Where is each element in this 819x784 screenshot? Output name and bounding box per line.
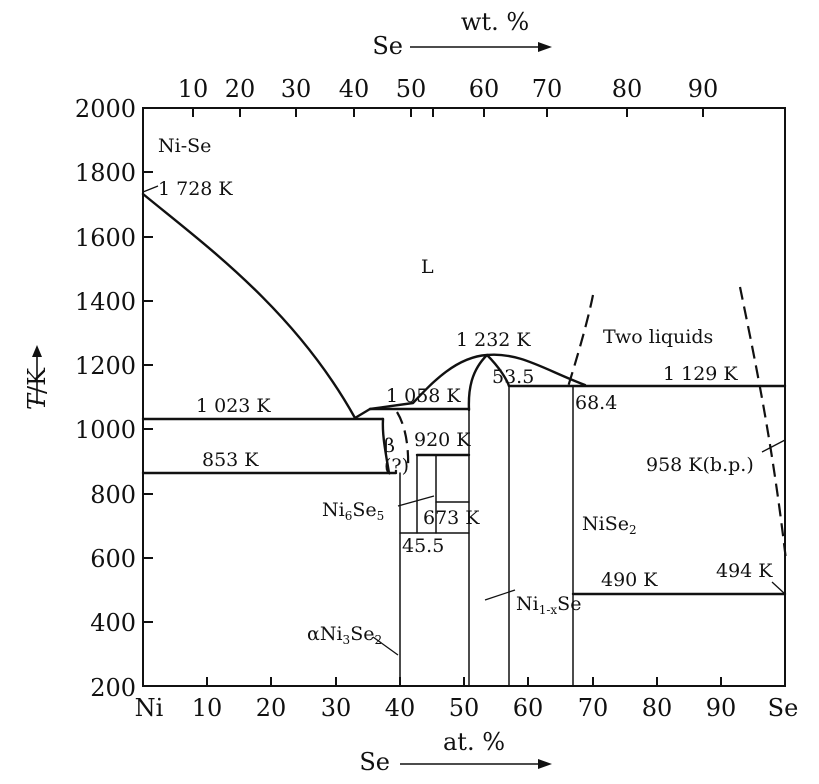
x-bottom-title-element: Se bbox=[359, 748, 390, 776]
x-top-tick-40: 40 bbox=[339, 75, 370, 103]
y-axis-arrow bbox=[32, 345, 42, 404]
x-bottom-right-end: Se bbox=[768, 694, 799, 722]
x-bottom-tick-80: 80 bbox=[642, 694, 673, 722]
x-top-tick-20: 20 bbox=[225, 75, 256, 103]
label-ni-se: Ni-Se bbox=[158, 135, 211, 157]
y-tick-1200: 1200 bbox=[75, 352, 136, 380]
x-bottom-tick-40: 40 bbox=[385, 694, 416, 722]
label-beta-question: (?) bbox=[384, 455, 409, 477]
y-tick-600: 600 bbox=[90, 545, 136, 573]
label-920: 920 K bbox=[414, 429, 471, 451]
label-494: 494 K bbox=[716, 560, 773, 582]
x-bottom-tick-10: 10 bbox=[192, 694, 223, 722]
y-tick-800: 800 bbox=[90, 481, 136, 509]
dashed-boundaries bbox=[396, 286, 788, 561]
label-68-4: 68.4 bbox=[575, 392, 617, 414]
y-tick-1400: 1400 bbox=[75, 288, 136, 316]
label-ni1-xse: Ni1-xSe bbox=[516, 593, 581, 617]
miscibility-gap-right bbox=[738, 286, 788, 561]
label-490: 490 K bbox=[601, 569, 658, 591]
label-673: 673 K bbox=[423, 507, 480, 529]
x-bottom-tick-70: 70 bbox=[578, 694, 609, 722]
label-ni6se5: Ni6Se5 bbox=[322, 499, 384, 523]
y-tick-400: 400 bbox=[90, 609, 136, 637]
label-1058: 1 058 K bbox=[386, 385, 461, 407]
phase-boundaries bbox=[141, 192, 787, 596]
x-top-tick-60: 60 bbox=[469, 75, 500, 103]
x-top-arrow bbox=[410, 42, 552, 52]
phase-boundaries-thin bbox=[399, 385, 574, 687]
annotations: Ni-Se 1 728 K L 1 232 K Two liquids 1 02… bbox=[158, 135, 773, 647]
label-853: 853 K bbox=[202, 449, 259, 471]
x-top-tick-70: 70 bbox=[532, 75, 563, 103]
leader-ni3se2 bbox=[372, 636, 399, 656]
beta-phase-boundary bbox=[381, 417, 391, 475]
leader-ni6se5 bbox=[397, 495, 435, 507]
ni1-xse-dome-left bbox=[467, 353, 489, 412]
y-tick-labels: 200 400 600 800 1000 1200 1400 1600 1800… bbox=[75, 95, 136, 702]
label-liquid: L bbox=[421, 256, 434, 278]
y-tick-1600: 1600 bbox=[75, 224, 136, 252]
x-top-tick-50: 50 bbox=[396, 75, 427, 103]
label-beta: β bbox=[384, 435, 395, 457]
beta-dashed-boundary bbox=[396, 411, 410, 471]
x-bottom-tick-30: 30 bbox=[321, 694, 352, 722]
label-two-liquids: Two liquids bbox=[603, 326, 713, 348]
ni1-xse-dome-right bbox=[485, 353, 511, 388]
x-top-tick-10: 10 bbox=[178, 75, 209, 103]
x-tick-labels-bottom: Ni 10 20 30 40 50 60 70 80 90 Se bbox=[135, 694, 799, 722]
x-bottom-tick-60: 60 bbox=[513, 694, 544, 722]
leader-lines bbox=[142, 185, 786, 656]
y-tick-1000: 1000 bbox=[75, 416, 136, 444]
label-nise2: NiSe2 bbox=[582, 513, 637, 537]
x-bottom-tick-90: 90 bbox=[706, 694, 737, 722]
x-top-title-unit: wt. % bbox=[461, 8, 529, 36]
x-bottom-tick-50: 50 bbox=[449, 694, 480, 722]
x-top-tick-90: 90 bbox=[688, 75, 719, 103]
label-ni3se2: αNi3Se2 bbox=[307, 623, 382, 647]
label-53-5: 53.5 bbox=[492, 366, 534, 388]
leader-958 bbox=[761, 439, 786, 453]
x-tick-marks-top bbox=[192, 108, 704, 117]
label-45-5: 45.5 bbox=[402, 535, 444, 557]
x-bottom-left-end: Ni bbox=[135, 694, 164, 722]
leader-494 bbox=[771, 581, 786, 595]
x-top-tick-80: 80 bbox=[612, 75, 643, 103]
leader-ni1-xse bbox=[484, 589, 516, 601]
miscibility-gap-left bbox=[565, 294, 595, 391]
leader-1728 bbox=[142, 185, 159, 193]
y-tick-marks bbox=[143, 171, 153, 623]
x-bottom-arrow bbox=[400, 759, 552, 769]
liquidus-ni-side bbox=[141, 192, 357, 420]
y-tick-1800: 1800 bbox=[75, 159, 136, 187]
label-1129: 1 129 K bbox=[663, 363, 738, 385]
x-top-title-element: Se bbox=[372, 32, 403, 60]
label-1232: 1 232 K bbox=[456, 329, 531, 351]
label-1023: 1 023 K bbox=[196, 395, 271, 417]
x-bottom-title-unit: at. % bbox=[443, 728, 505, 756]
label-958-bp: 958 K(b.p.) bbox=[646, 454, 754, 476]
label-1728: 1 728 K bbox=[158, 178, 233, 200]
x-bottom-tick-20: 20 bbox=[256, 694, 287, 722]
y-tick-200: 200 bbox=[90, 674, 136, 702]
y-tick-2000: 2000 bbox=[75, 95, 136, 123]
x-tick-labels-top: 10 20 30 40 50 60 70 80 90 bbox=[178, 75, 719, 103]
x-tick-marks-bottom bbox=[206, 677, 722, 686]
x-top-tick-30: 30 bbox=[281, 75, 312, 103]
